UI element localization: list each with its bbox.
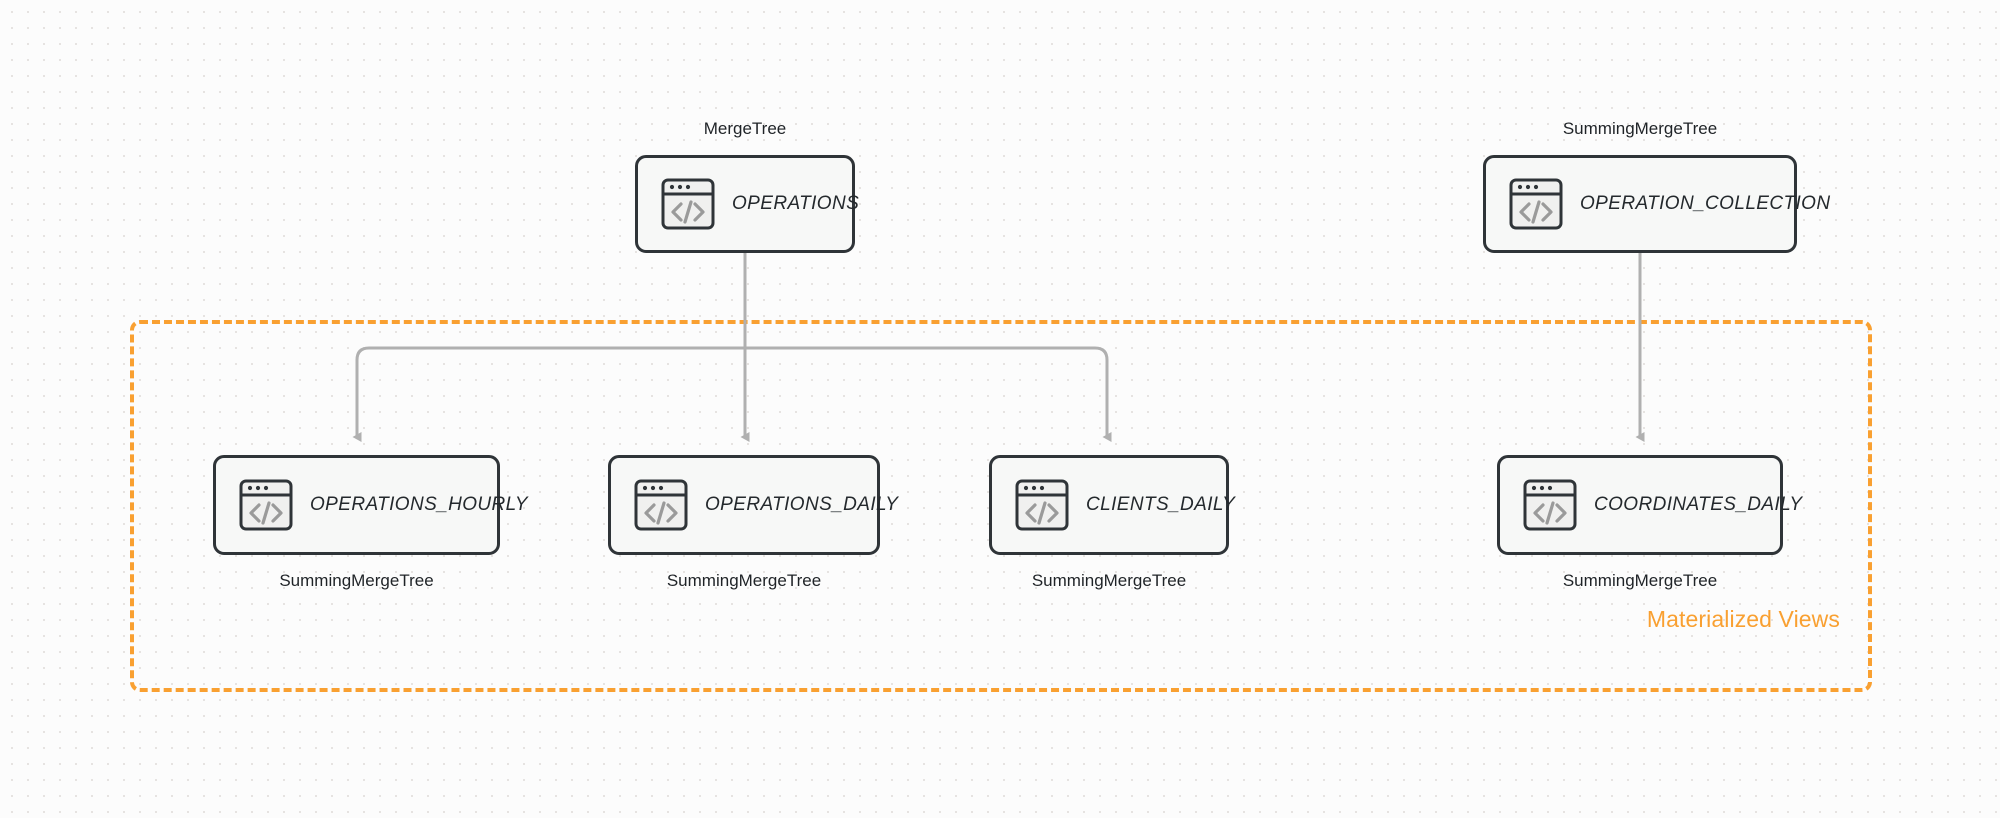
node-label: CLIENTS_DAILY bbox=[1086, 494, 1236, 515]
node-label: OPERATIONS_DAILY bbox=[705, 494, 899, 515]
code-window-icon bbox=[1522, 478, 1578, 532]
node-label: COORDINATES_DAILY bbox=[1594, 494, 1803, 515]
engine-label-coordinates_daily: SummingMergeTree bbox=[1562, 571, 1718, 590]
engine-label-clients_daily: SummingMergeTree bbox=[1031, 571, 1187, 590]
code-window-icon bbox=[1014, 478, 1070, 532]
engine-label-operations_daily: SummingMergeTree bbox=[666, 571, 822, 590]
engine-label-operations: MergeTree bbox=[703, 119, 787, 138]
node-operations_daily[interactable]: OPERATIONS_DAILY bbox=[608, 455, 898, 555]
node-coordinates_daily[interactable]: COORDINATES_DAILY bbox=[1497, 455, 1802, 555]
code-window-icon bbox=[1508, 177, 1564, 231]
node-clients_daily[interactable]: CLIENTS_DAILY bbox=[989, 455, 1235, 555]
node-operations[interactable]: OPERATIONS bbox=[635, 155, 859, 253]
code-window-icon bbox=[660, 177, 716, 231]
node-operations_hourly[interactable]: OPERATIONS_HOURLY bbox=[213, 455, 528, 555]
materialized-views-group bbox=[130, 320, 1872, 692]
code-window-icon bbox=[238, 478, 294, 532]
engine-label-operation_collection: SummingMergeTree bbox=[1562, 119, 1718, 138]
materialized-views-caption: Materialized Views bbox=[1646, 606, 1840, 632]
node-label: OPERATIONS_HOURLY bbox=[310, 494, 528, 515]
engine-label-operations_hourly: SummingMergeTree bbox=[279, 571, 434, 590]
node-label: OPERATIONS bbox=[732, 193, 860, 214]
node-label: OPERATION_COLLECTION bbox=[1580, 193, 1831, 214]
code-window-icon bbox=[633, 478, 689, 532]
node-operation_collection[interactable]: OPERATION_COLLECTION bbox=[1483, 155, 1830, 253]
